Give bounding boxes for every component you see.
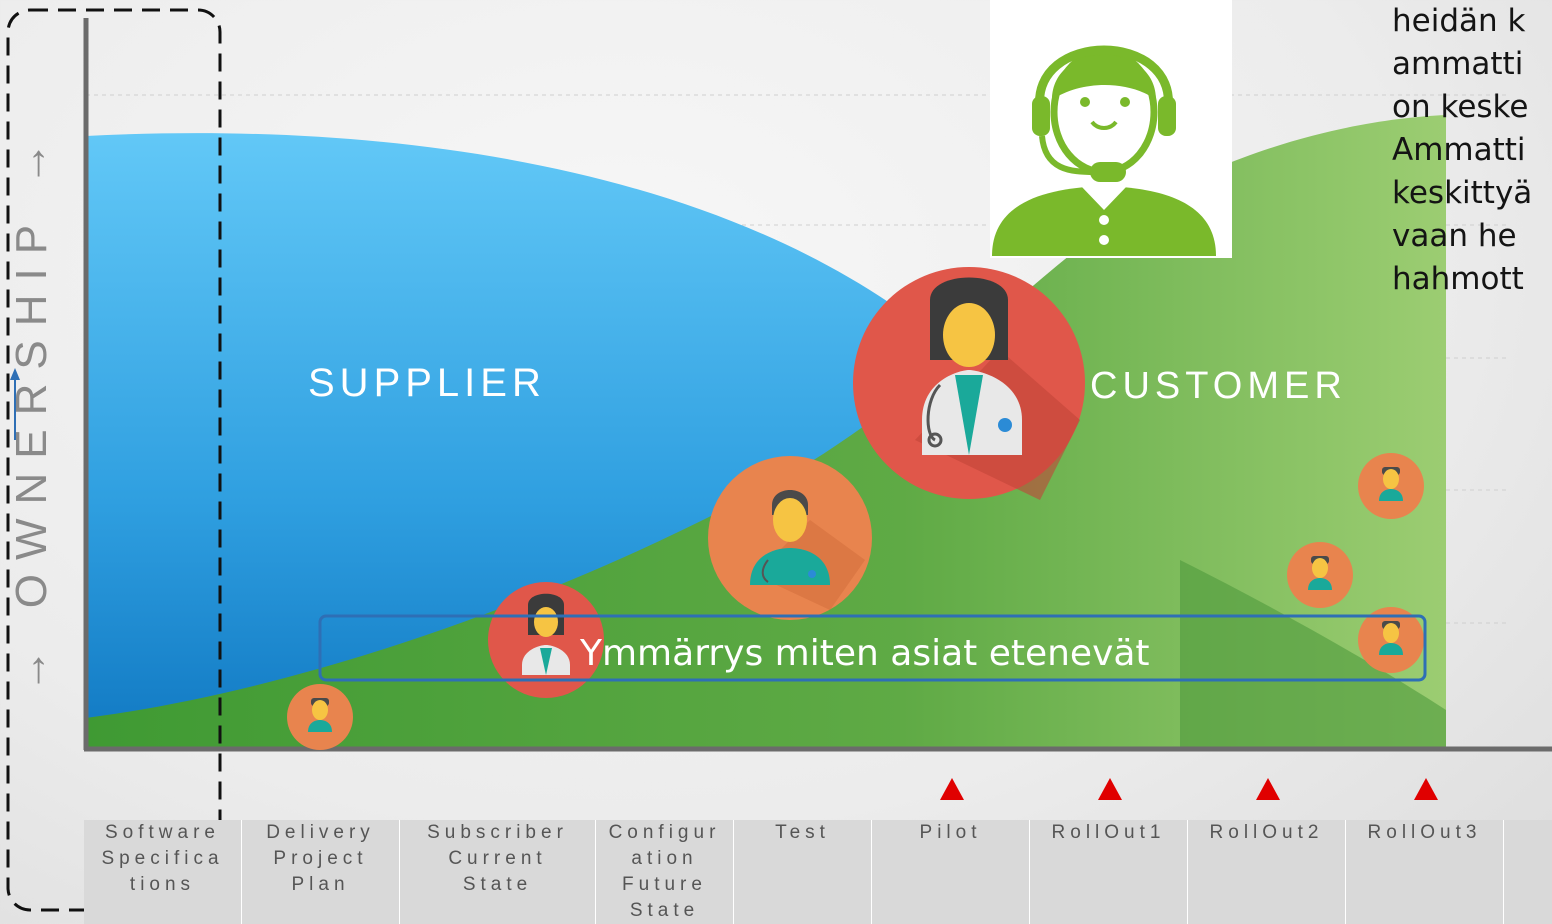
milestone-rollout2-icon (1256, 778, 1280, 800)
support-agent-headset-icon (990, 0, 1232, 258)
phase-cell-delivery-project-plan: Delivery Project Plan (242, 820, 400, 924)
milestone-rollout1-icon (1098, 778, 1122, 800)
understanding-label: Ymmärrys miten asiat etenevät (579, 633, 1150, 674)
phase-cell-software-specifications: Software Specifica tions (84, 820, 242, 924)
doctor-avatar-tiny-1 (287, 684, 353, 750)
customer-area-lower (1180, 560, 1446, 748)
side-text-line: on keske (1392, 89, 1529, 125)
side-text-line: hahmott (1392, 261, 1524, 297)
understanding-frame (318, 614, 1427, 682)
doctor-avatar-tiny-2 (1358, 453, 1424, 519)
side-text-block: heidän k ammatti on keske Ammatti keskit… (1392, 0, 1552, 301)
phase-cell-rollout3: RollOut3 (1346, 820, 1504, 924)
doctor-avatar-large (853, 267, 1085, 500)
phase-cell-test: Test (734, 820, 872, 924)
phase-table: Software Specifica tions Delivery Projec… (84, 820, 1552, 924)
side-text-line: heidän k (1392, 3, 1526, 39)
phase-cell-empty (1504, 820, 1552, 924)
doctor-avatar-tiny-4 (1358, 607, 1424, 673)
milestone-rollout3-icon (1414, 778, 1438, 800)
phase-cell-subscriber-current-state: Subscriber Current State (400, 820, 596, 924)
phase-cell-rollout1: RollOut1 (1030, 820, 1188, 924)
side-text-line: Ammatti (1392, 132, 1526, 168)
doctor-avatar-tiny-3 (1287, 542, 1353, 608)
customer-area (86, 115, 1446, 748)
phase-cell-pilot: Pilot (872, 820, 1030, 924)
phase-cell-configuration-future-state: Configur ation Future State (596, 820, 734, 924)
customer-label: CUSTOMER (1090, 365, 1347, 407)
ownership-arrow-head-icon (10, 368, 20, 380)
doctor-avatar-small-female (488, 582, 604, 698)
side-text-line: ammatti (1392, 46, 1524, 82)
doctor-avatar-medium (708, 456, 872, 620)
milestone-pilot-icon (940, 778, 964, 800)
side-text-line: vaan he (1392, 218, 1517, 254)
milestone-markers (940, 778, 1438, 800)
side-text-line: keskittyä (1392, 175, 1533, 211)
supplier-label: SUPPLIER (308, 361, 546, 405)
phase-cell-rollout2: RollOut2 (1188, 820, 1346, 924)
